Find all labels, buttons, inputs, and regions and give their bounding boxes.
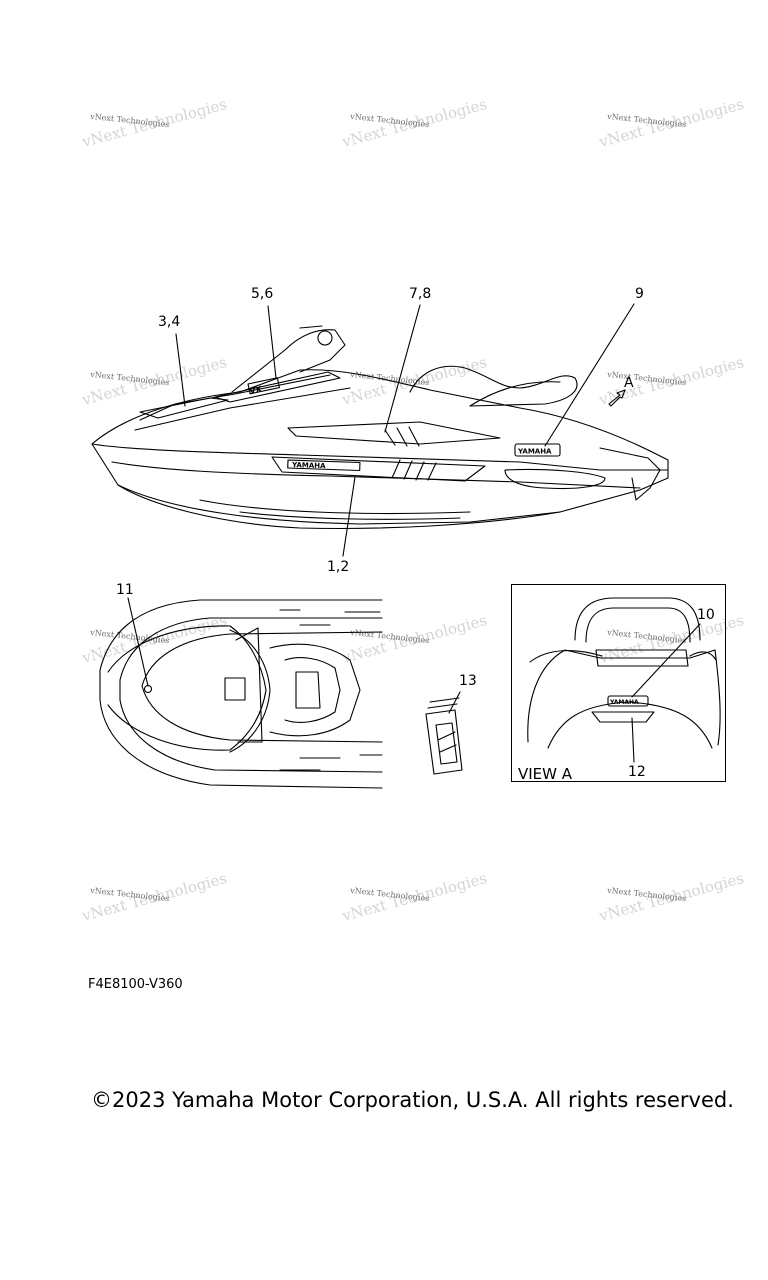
- view-a-frame: [511, 584, 726, 782]
- callout-9: 9: [635, 286, 644, 302]
- copyright-notice: ©2023 Yamaha Motor Corporation, U.S.A. A…: [91, 1088, 734, 1112]
- side-view-watercraft: [91, 325, 669, 530]
- model-decal-text: YAMAHA: [291, 461, 326, 470]
- callout-1-2: 1,2: [327, 559, 350, 575]
- view-a-label: VIEW A: [518, 765, 573, 783]
- callout-7-8: 7,8: [409, 286, 432, 302]
- callout-11: 11: [116, 582, 134, 598]
- top-view-watercraft: [99, 599, 383, 789]
- view-a-detail: [527, 597, 721, 749]
- rear-emblem-text: YAMAHA: [609, 699, 639, 706]
- callout-5-6: 5,6: [251, 286, 274, 302]
- leader-lines: [127, 303, 701, 763]
- brand-emblem-text: YAMAHA: [517, 448, 552, 456]
- callout-13: 13: [459, 673, 477, 689]
- decal-card: [425, 697, 463, 775]
- callout-3-4: 3,4: [158, 314, 181, 330]
- vx-logo-text: VX: [249, 384, 264, 396]
- callout-10: 10: [697, 607, 715, 623]
- part-code: F4E8100-V360: [88, 977, 183, 992]
- callout-view-a: A: [624, 375, 634, 391]
- callout-12: 12: [628, 764, 646, 780]
